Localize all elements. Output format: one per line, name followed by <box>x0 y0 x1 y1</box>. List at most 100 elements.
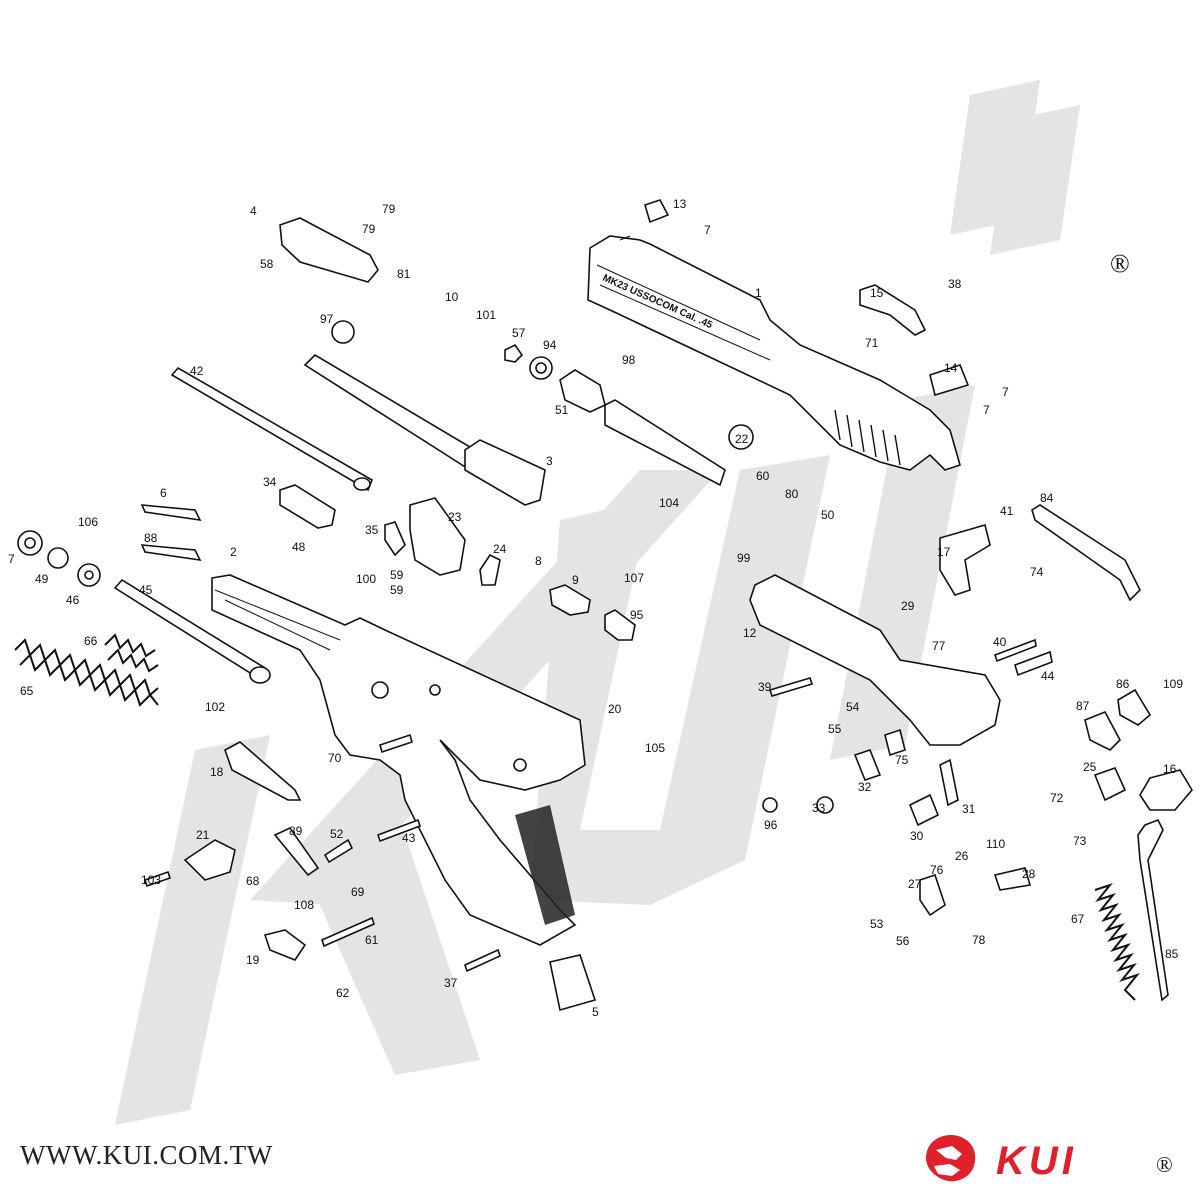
part-label: 97 <box>320 312 334 326</box>
frame-part <box>211 574 586 946</box>
part-label: 75 <box>895 753 909 767</box>
part-label: 53 <box>870 917 884 931</box>
small-parts <box>17 199 1193 973</box>
part-label: 5 <box>592 1005 599 1019</box>
part-label: 103 <box>141 873 161 887</box>
trigger-housing-part <box>749 574 1001 746</box>
part-label: 3 <box>546 454 553 468</box>
part-label: 38 <box>948 277 962 291</box>
part-label: 95 <box>630 608 644 622</box>
part-label: 44 <box>1041 669 1055 683</box>
part-label: 88 <box>144 531 158 545</box>
part-label: 26 <box>955 849 969 863</box>
brand-registered-mark: ® <box>1156 1152 1173 1177</box>
part-label: 7 <box>983 403 990 417</box>
part-label: 22 <box>735 432 749 446</box>
part-label: 85 <box>1165 947 1179 961</box>
part-label: 2 <box>230 545 237 559</box>
part-label: 65 <box>20 684 34 698</box>
part-label: 25 <box>1083 760 1097 774</box>
part-label: 110 <box>986 837 1005 851</box>
part-label: 50 <box>821 508 835 522</box>
part-label: 6 <box>160 486 167 500</box>
part-label: 59 <box>390 568 404 582</box>
registered-mark: ® <box>1110 249 1130 278</box>
part-label: 94 <box>543 338 557 352</box>
part-label: 33 <box>812 801 826 815</box>
kui-brand-logo: KUI ® <box>926 1134 1173 1183</box>
trigger-bar-85 <box>1137 818 1169 1002</box>
part-label: 21 <box>196 828 210 842</box>
lion-head-icon <box>926 1134 976 1182</box>
part-label: 58 <box>260 257 274 271</box>
part-label: 30 <box>910 829 924 843</box>
slide-release-lever-part <box>224 741 302 801</box>
part-label: 31 <box>962 802 976 816</box>
part-label: 18 <box>210 765 224 779</box>
part-label: 68 <box>246 874 260 888</box>
part-label: 40 <box>993 635 1007 649</box>
hop-up-chamber-part <box>279 217 379 283</box>
part-label: 7 <box>704 223 711 237</box>
recoil-rod-part <box>113 578 271 684</box>
part-label: 29 <box>901 599 915 613</box>
part-label: 96 <box>764 818 778 832</box>
guide-rod-part <box>170 366 374 492</box>
part-label: 104 <box>659 496 679 510</box>
recoil-spring-65 <box>14 638 159 707</box>
part-label: 109 <box>1163 677 1183 691</box>
part-label: 98 <box>622 353 636 367</box>
part-label: 10 <box>445 290 459 304</box>
part-label: 57 <box>512 326 526 340</box>
footer-website-url[interactable]: WWW.KUI.COM.TW <box>20 1140 273 1170</box>
part-label: 8 <box>535 554 542 568</box>
part-label: 56 <box>896 934 910 948</box>
part-label: 12 <box>743 626 757 640</box>
part-label: 99 <box>737 551 751 565</box>
part-label: 76 <box>930 863 944 877</box>
part-label: 102 <box>205 700 225 714</box>
part-label: 9 <box>572 573 579 587</box>
part-label: 54 <box>846 700 860 714</box>
part-label: 37 <box>444 976 458 990</box>
part-label: 66 <box>84 634 98 648</box>
part-label: 16 <box>1163 762 1177 776</box>
part-label: 43 <box>402 831 416 845</box>
part-label: 62 <box>336 986 350 1000</box>
part-label: 70 <box>328 751 342 765</box>
part-label: 32 <box>858 780 872 794</box>
part-label: 59 <box>390 583 404 597</box>
recoil-spring-66 <box>104 633 159 673</box>
barrel-part <box>303 353 546 506</box>
magazine-part <box>549 954 597 1012</box>
part-label: 55 <box>828 722 842 736</box>
part-label: 74 <box>1030 565 1044 579</box>
part-label: 13 <box>673 197 687 211</box>
part-label: 51 <box>555 403 569 417</box>
part-label: 87 <box>1076 699 1090 713</box>
part-label: 71 <box>865 336 879 350</box>
part-label: 7 <box>1002 385 1009 399</box>
part-label: 84 <box>1040 491 1054 505</box>
part-label: 4 <box>250 204 257 218</box>
slide-stop-part <box>1031 504 1141 602</box>
part-label: 17 <box>937 545 951 559</box>
part-label: 46 <box>66 593 80 607</box>
part-label: 67 <box>1071 912 1085 926</box>
part-label: 105 <box>645 741 665 755</box>
part-label: 73 <box>1073 834 1087 848</box>
part-label: 28 <box>1022 867 1036 881</box>
part-label: 61 <box>365 933 379 947</box>
part-label: 108 <box>294 898 314 912</box>
part-label: 39 <box>758 680 772 694</box>
part-label: 60 <box>756 469 770 483</box>
part-label: 42 <box>190 364 204 378</box>
part-label: 81 <box>397 267 411 281</box>
part-label: 72 <box>1050 791 1064 805</box>
part-label: 77 <box>932 639 946 653</box>
part-label: 100 <box>356 572 376 586</box>
part-label: 49 <box>35 572 49 586</box>
part-label: 23 <box>448 510 462 524</box>
part-label: 19 <box>246 953 260 967</box>
